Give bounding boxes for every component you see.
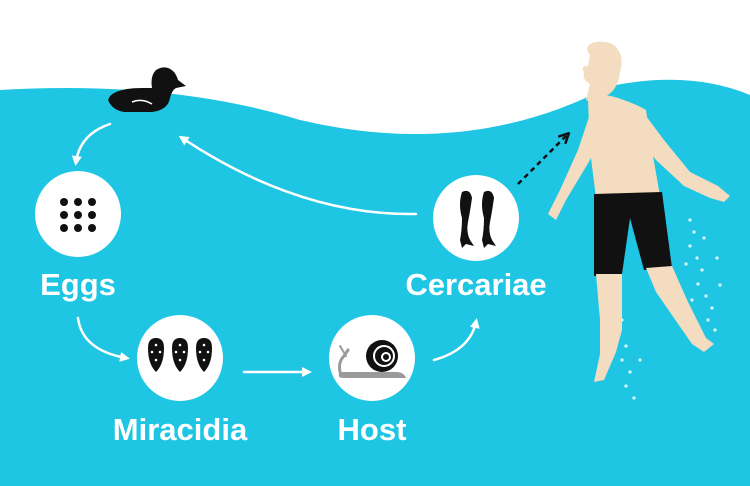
- swimmer-head: [582, 41, 622, 104]
- eggs-node: Eggs: [35, 171, 121, 302]
- arrow-eggs-to-miracidia: [76, 316, 130, 362]
- miracidia-larvae-icon: [148, 338, 212, 372]
- swimmer-shorts: [594, 192, 672, 276]
- arrow-cercariae-to-duck: [178, 135, 418, 216]
- host-label: Host: [338, 412, 407, 447]
- swimmer-figure: [548, 41, 730, 382]
- miracidia-label: Miracidia: [113, 412, 248, 447]
- snail-icon: [338, 340, 406, 378]
- host-node: Host: [329, 315, 415, 447]
- swimmer-right-leg: [646, 266, 714, 352]
- swimmer-right-arm: [636, 108, 730, 202]
- arrow-duck-to-eggs: [71, 122, 112, 166]
- eggs-label: Eggs: [40, 267, 116, 302]
- miracidia-node: Miracidia: [113, 315, 248, 447]
- arrow-cercariae-to-human: [517, 136, 566, 185]
- cercariae-node: Cercariae: [405, 175, 547, 302]
- arrow-host-to-cercariae: [432, 318, 480, 362]
- cercariae-label: Cercariae: [405, 267, 546, 302]
- water-bubbles: [610, 218, 722, 400]
- cycle-arrows: [71, 122, 480, 377]
- eggs-dots-icon: [60, 198, 96, 232]
- swimmer-left-arm: [548, 108, 604, 220]
- swimmer-left-leg: [594, 274, 622, 382]
- cercariae-larvae-icon: [460, 190, 496, 248]
- duck-icon: [108, 67, 186, 112]
